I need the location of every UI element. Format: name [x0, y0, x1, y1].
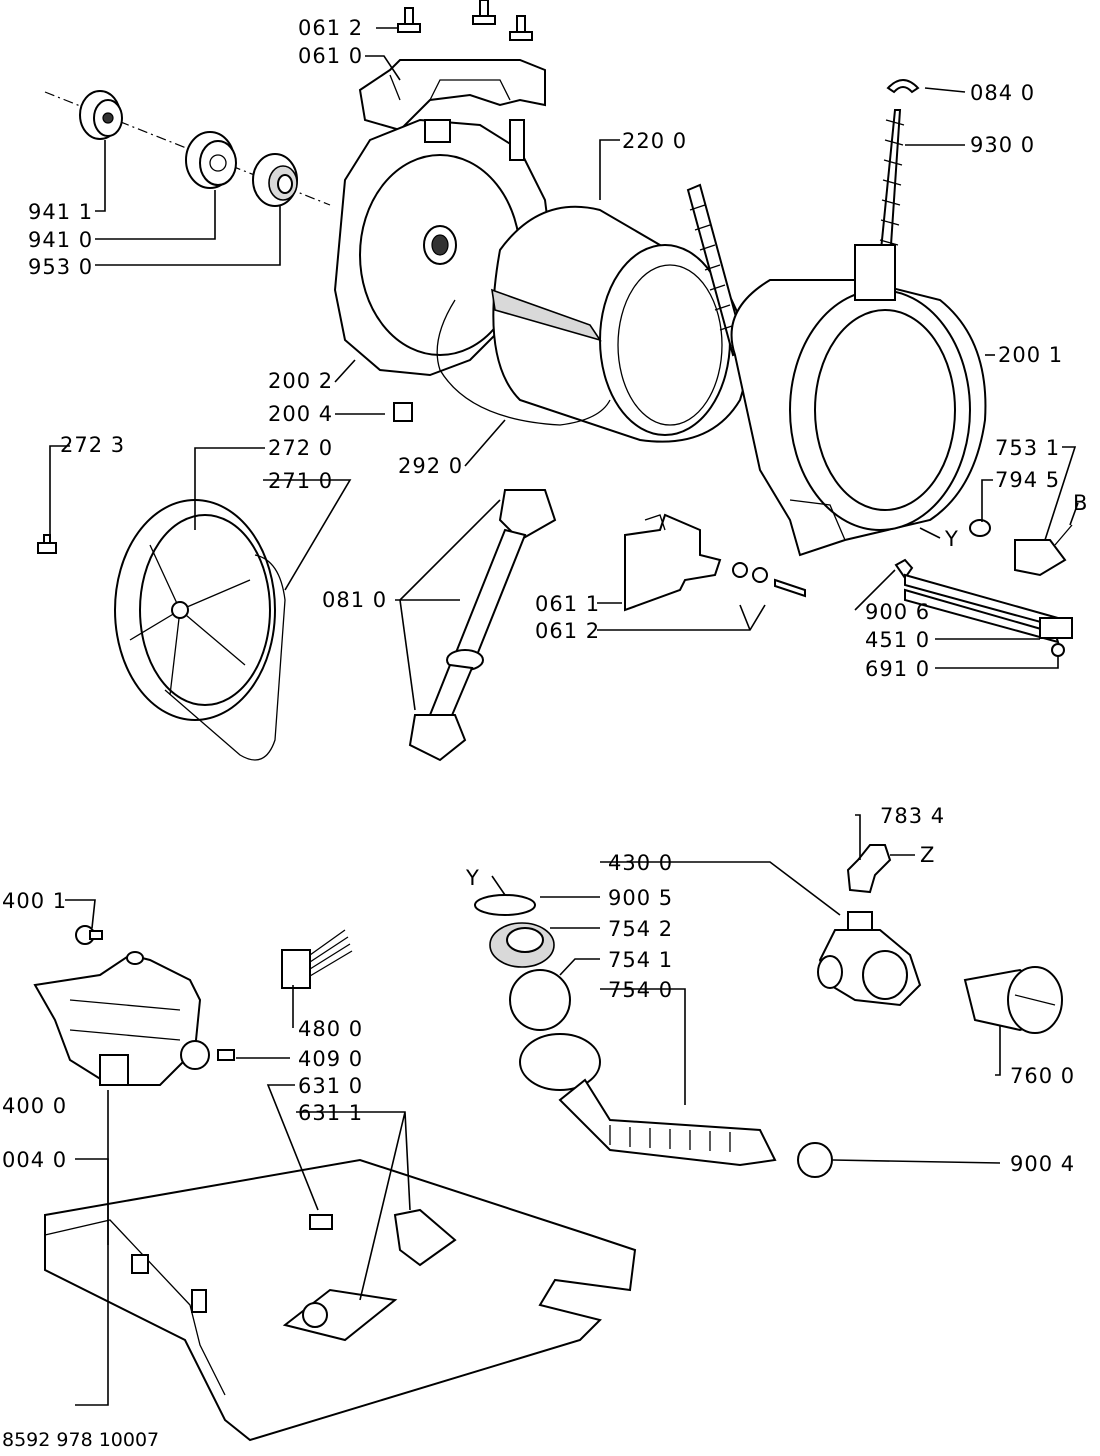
label-941-1: 941 1	[28, 200, 93, 224]
label-760-0: 760 0	[1010, 1064, 1075, 1088]
label-480-0: 480 0	[298, 1017, 363, 1041]
label-061-2-mid: 061 2	[535, 619, 600, 643]
label-900-4: 900 4	[1010, 1152, 1075, 1176]
part-belt-292	[436, 299, 611, 426]
label-292-0: 292 0	[398, 454, 463, 478]
label-Y-top: Y	[944, 527, 959, 551]
label-753-1: 753 1	[995, 436, 1060, 460]
part-motor	[33, 951, 210, 1086]
label-200-2: 200 2	[268, 369, 333, 393]
part-bearing-941-1	[79, 90, 123, 140]
part-filter-ring-754-2	[489, 922, 555, 968]
part-base	[44, 1158, 637, 1442]
label-794-5: 794 5	[995, 468, 1060, 492]
label-754-2: 754 2	[608, 917, 673, 941]
label-B: B	[1073, 491, 1088, 515]
document-number: 8592 978 10007	[2, 1429, 159, 1451]
leader-lines	[49, 27, 1079, 1406]
label-900-6: 900 6	[865, 600, 930, 624]
label-400-1: 400 1	[2, 889, 67, 913]
part-drum	[491, 205, 748, 443]
part-pulley	[114, 499, 276, 721]
label-930-0: 930 0	[970, 133, 1035, 157]
label-900-5: 900 5	[608, 886, 673, 910]
part-grommet-794-5	[969, 519, 991, 537]
label-081-0: 081 0	[322, 588, 387, 612]
label-084-0: 084 0	[970, 81, 1035, 105]
part-connector-200-4	[393, 402, 413, 422]
part-front-tub	[730, 244, 987, 557]
part-filter-760-0	[963, 966, 1063, 1034]
label-004-0: 004 0	[2, 1148, 67, 1172]
label-430-0: 430 0	[608, 851, 673, 875]
part-sealing-ring-900-5	[474, 894, 536, 916]
part-elbow-783-4	[846, 844, 892, 894]
part-409-0	[217, 1049, 235, 1061]
part-brush-400-1	[75, 925, 103, 945]
label-400-0: 400 0	[2, 1094, 67, 1118]
label-272-3: 272 3	[60, 433, 125, 457]
label-200-1: 200 1	[998, 343, 1063, 367]
part-clip-900-6	[894, 558, 914, 580]
part-sump-hose-754-0	[519, 1033, 777, 1167]
part-heater	[904, 573, 1073, 644]
part-ball-754-1	[509, 969, 571, 1031]
part-screw-272-3	[37, 534, 57, 554]
label-631-1: 631 1	[298, 1101, 363, 1125]
part-washers-bolt	[732, 562, 806, 598]
label-451-0: 451 0	[865, 628, 930, 652]
part-shock-absorber	[408, 489, 557, 762]
part-sensor-753-1	[1014, 524, 1073, 577]
label-631-0: 631 0	[298, 1074, 363, 1098]
part-rear-tub	[333, 118, 552, 377]
part-seal-953-0	[252, 153, 298, 207]
label-061-1: 061 1	[535, 592, 600, 616]
label-754-1: 754 1	[608, 948, 673, 972]
part-clip-084	[886, 79, 920, 94]
part-bearing-941-0	[185, 131, 237, 189]
label-272-0: 272 0	[268, 436, 333, 460]
label-Z: Z	[920, 843, 935, 867]
label-Y-bottom: Y	[465, 866, 480, 890]
part-counterweight	[624, 513, 722, 612]
part-nut-691	[1051, 643, 1065, 657]
label-200-4: 200 4	[268, 402, 333, 426]
label-783-4: 783 4	[880, 804, 945, 828]
label-691-0: 691 0	[865, 657, 930, 681]
label-941-0: 941 0	[28, 228, 93, 252]
part-belt-271	[164, 554, 286, 761]
label-220-0: 220 0	[622, 129, 687, 153]
label-061-0: 061 0	[298, 44, 363, 68]
label-271-0: 271 0	[268, 469, 333, 493]
part-wiring-connector	[281, 929, 353, 989]
label-953-0: 953 0	[28, 255, 93, 279]
part-labels: 061 2 061 0 084 0 930 0 220 0 941 1 941 …	[2, 16, 1088, 1451]
part-bracket-screws	[397, 0, 533, 41]
label-754-0: 754 0	[608, 978, 673, 1002]
label-061-2-top: 061 2	[298, 16, 363, 40]
part-pump	[817, 911, 922, 1007]
part-clamp-900-4	[797, 1142, 833, 1178]
label-409-0: 409 0	[298, 1047, 363, 1071]
